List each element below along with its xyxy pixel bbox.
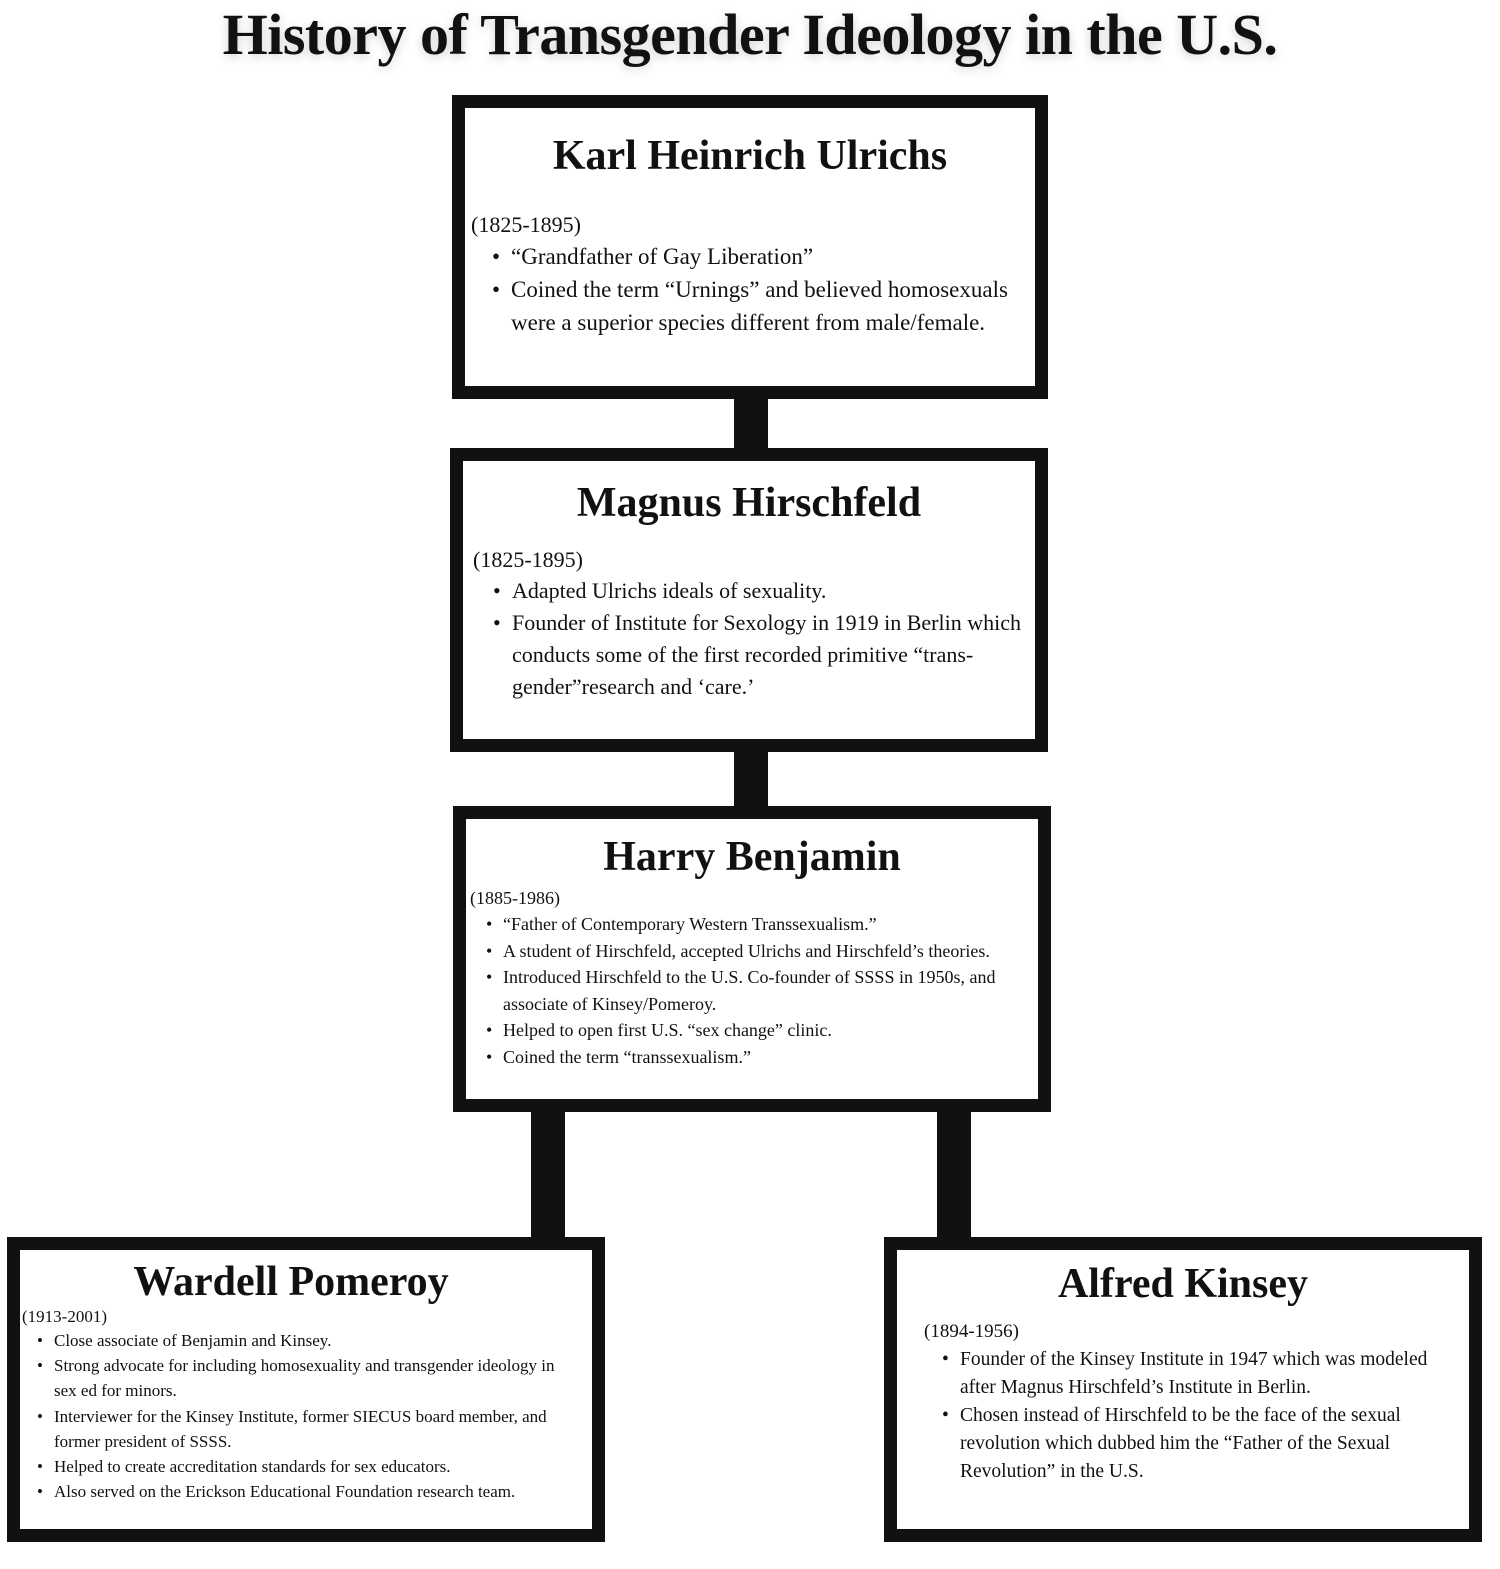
bullet-item: “Father of Contemporary Western Transsex… [466,911,1038,938]
bullet-list: “Grandfather of Gay Liberation” Coined t… [465,240,1035,339]
bullet-item: Founder of Institute for Sexology in 191… [463,607,1035,703]
bullet-list: Close associate of Benjamin and Kinsey. … [20,1328,592,1505]
node-name: Magnus Hirschfeld [576,480,922,526]
bullet-item: Strong advocate for including homosexual… [20,1353,592,1403]
bullet-item: Adapted Ulrichs ideals of sexuality. [463,575,1035,607]
node-years: (1894-1956) [924,1321,1019,1342]
connector-ulrichs-hirschfeld [734,398,768,450]
node-years: (1885-1986) [470,888,560,908]
node-name: Karl Heinrich Ulrichs [552,133,948,179]
bullet-item: Helped to open first U.S. “sex change” c… [466,1017,1038,1044]
bullet-list: Founder of the Kinsey Institute in 1947 … [897,1346,1469,1486]
connector-benjamin-kinsey [937,1110,971,1239]
connector-hirschfeld-benjamin [734,750,768,808]
connector-benjamin-pomeroy [531,1110,565,1239]
node-benjamin: Harry Benjamin (1885-1986) “Father of Co… [453,806,1051,1112]
node-years: (1825-1895) [471,212,581,237]
bullet-item: “Grandfather of Gay Liberation” [465,240,1035,273]
bullet-list: Adapted Ulrichs ideals of sexuality. Fou… [463,575,1035,703]
node-name: Alfred Kinsey [1057,1261,1309,1307]
bullet-item: Introduced Hirschfeld to the U.S. Co-fou… [466,964,1038,1017]
bullet-item: Also served on the Erickson Educational … [20,1479,592,1504]
node-hirschfeld: Magnus Hirschfeld (1825-1895) Adapted Ul… [450,448,1048,752]
bullet-item: Close associate of Benjamin and Kinsey. [20,1328,592,1353]
bullet-item: A student of Hirschfeld, accepted Ulrich… [466,938,1038,965]
bullet-item: Coined the term “transsexualism.” [466,1044,1038,1071]
bullet-item: Chosen instead of Hirschfeld to be the f… [897,1402,1469,1486]
bullet-item: Founder of the Kinsey Institute in 1947 … [897,1346,1469,1402]
node-years: (1913-2001) [22,1307,107,1326]
node-name: Harry Benjamin [603,834,901,880]
node-pomeroy: Wardell Pomeroy (1913-2001) Close associ… [7,1237,605,1542]
bullet-item: Interviewer for the Kinsey Institute, fo… [20,1404,592,1454]
node-years: (1825-1895) [473,547,583,572]
bullet-item: Coined the term “Urnings” and believed h… [465,273,1035,339]
node-ulrichs: Karl Heinrich Ulrichs (1825-1895) “Grand… [452,95,1048,399]
bullet-list: “Father of Contemporary Western Transsex… [466,911,1038,1071]
node-name: Wardell Pomeroy [133,1259,449,1305]
bullet-item: Helped to create accreditation standards… [20,1454,592,1479]
node-kinsey: Alfred Kinsey (1894-1956) Founder of the… [884,1237,1482,1542]
page-title: History of Transgender Ideology in the U… [222,2,1278,67]
